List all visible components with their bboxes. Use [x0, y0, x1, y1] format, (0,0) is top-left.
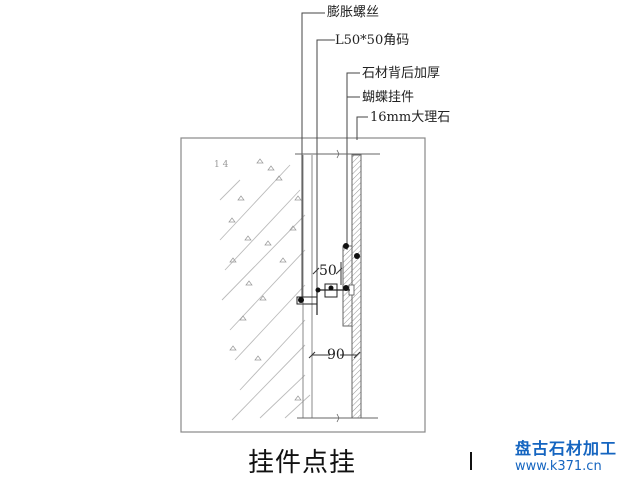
label-marble: 16mm大理石	[370, 110, 451, 125]
text-cursor	[470, 452, 472, 470]
drawing-frame	[180, 137, 426, 433]
watermark-brand: 盘古石材加工	[515, 439, 618, 458]
watermark: 盘古石材加工 www.k371.cn	[515, 439, 618, 474]
concrete-wall	[219, 164, 311, 421]
aggregate-marks	[228, 158, 302, 401]
label-stone-back-thickening: 石材背后加厚	[362, 66, 441, 81]
label-butterfly-hanger: 蝴蝶挂件	[362, 90, 415, 105]
drawing-title: 挂件点挂	[248, 448, 357, 478]
dimension-90: 90	[327, 347, 345, 363]
dimension-50: 50	[319, 263, 337, 279]
label-angle-bracket: L50*50角码	[335, 33, 410, 48]
label-expansion-bolt: 膨胀螺丝	[327, 5, 380, 20]
fixing-dots	[298, 243, 360, 303]
bracket-assembly	[296, 283, 350, 315]
svg-text:1 4: 1 4	[214, 160, 229, 170]
watermark-url: www.k371.cn	[515, 459, 602, 474]
